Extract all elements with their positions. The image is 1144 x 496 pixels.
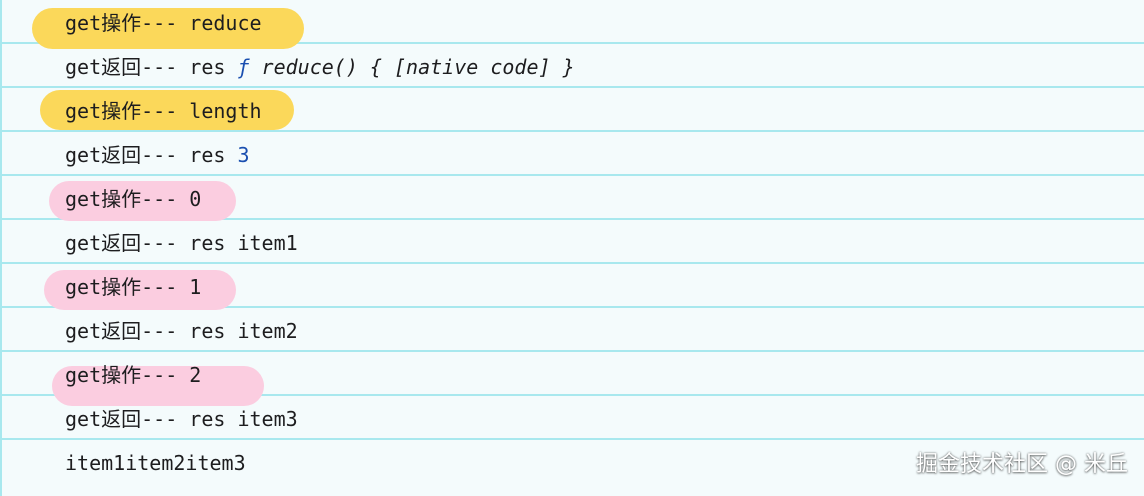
console-row: get返回--- res 3 bbox=[2, 132, 1144, 176]
console-message: get操作--- 0 bbox=[65, 187, 202, 211]
console-row: get操作--- 1 bbox=[2, 264, 1144, 310]
console-message: get操作--- reduce bbox=[65, 11, 262, 35]
console-row: get返回--- res item2 bbox=[2, 308, 1144, 352]
console-row: get操作--- 0 bbox=[2, 176, 1144, 221]
console-row: get返回--- res item1 bbox=[2, 220, 1144, 264]
function-symbol: ƒ bbox=[237, 55, 250, 79]
console-message: get操作--- 2 bbox=[65, 363, 202, 387]
console-row: get返回--- res item3 bbox=[2, 396, 1144, 440]
console-row: get操作--- 2 bbox=[2, 352, 1144, 406]
console-message: get返回--- res item2 bbox=[65, 319, 298, 343]
highlight-marker bbox=[32, 8, 304, 49]
number-value: 3 bbox=[237, 143, 250, 167]
console-row: get返回--- res ƒ reduce() { [native code] … bbox=[2, 44, 1144, 88]
watermark: 掘金技术社区 @ 米丘 bbox=[916, 452, 1128, 477]
console-row: item1item2item3 bbox=[2, 440, 1144, 484]
highlight-marker bbox=[52, 366, 264, 406]
console-row: get操作--- reduce bbox=[2, 0, 1144, 49]
function-signature: reduce() { [native code] } bbox=[249, 55, 575, 79]
highlight-marker bbox=[49, 181, 236, 221]
highlight-marker bbox=[40, 90, 294, 130]
console-row: get操作--- length bbox=[2, 88, 1144, 132]
console-message: get返回--- res 3 bbox=[65, 143, 250, 167]
console-message: get操作--- 1 bbox=[65, 275, 202, 299]
console-message: get返回--- res item1 bbox=[65, 231, 298, 255]
console-message: get操作--- length bbox=[65, 99, 262, 123]
highlight-marker bbox=[44, 270, 236, 310]
console-message: item1item2item3 bbox=[65, 451, 246, 475]
console-message: get返回--- res item3 bbox=[65, 407, 298, 431]
console-message: get返回--- res ƒ reduce() { [native code] … bbox=[65, 55, 575, 79]
